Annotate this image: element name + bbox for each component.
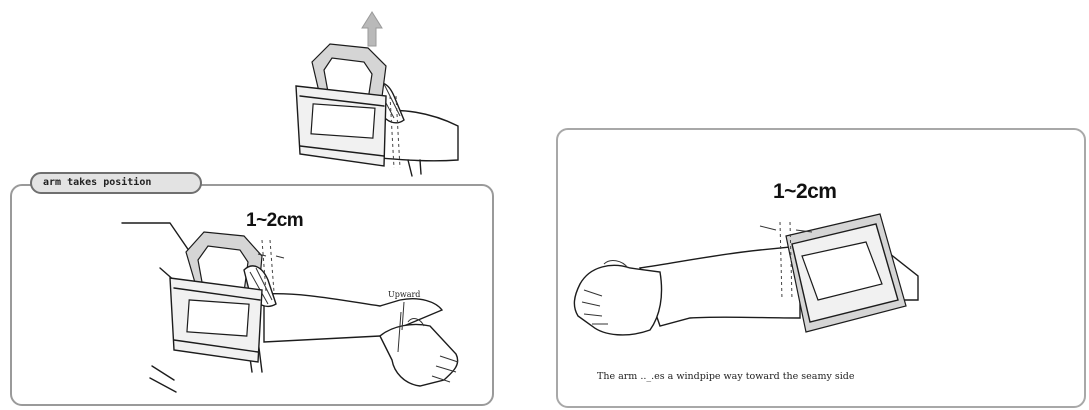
- measurement-label-right: 1~2cm: [773, 180, 836, 204]
- left-cuff-illustration: [122, 223, 458, 392]
- direction-label: Upward: [388, 290, 420, 299]
- panel-tag-label: arm takes position: [30, 172, 202, 194]
- measurement-label-left: 1~2cm: [246, 210, 303, 232]
- instruction-caption: The arm .._.es a windpipe way toward the…: [597, 371, 854, 382]
- up-arrow-icon: [362, 12, 382, 46]
- right-cuff-illustration: [574, 214, 918, 335]
- top-cuff-illustration: [296, 12, 458, 176]
